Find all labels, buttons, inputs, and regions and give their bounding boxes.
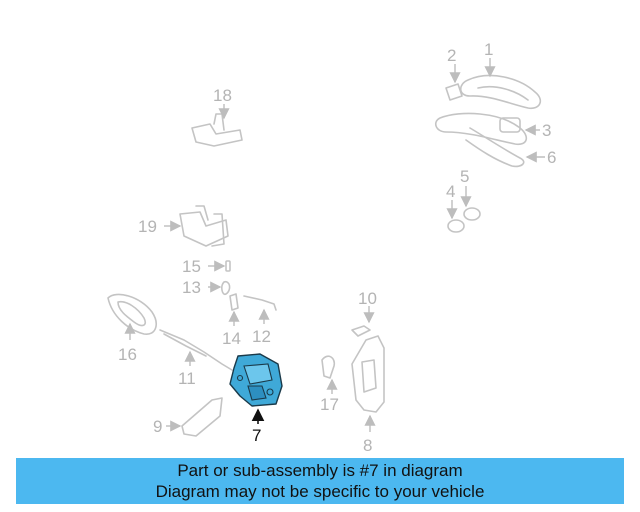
callout-2: 2 [447,46,456,65]
part-14-clip: 14 [222,293,241,348]
part-8-striker: 8 [351,335,385,455]
part-11-rod: 11 [159,329,233,388]
part-19-hinge: 19 [138,205,229,247]
callout-4: 4 [446,182,455,201]
info-banner: Part or sub-assembly is #7 in diagram Di… [16,458,624,504]
part-17-bracket: 17 [320,355,339,414]
part-2-gasket: 2 [445,46,463,101]
callout-3: 3 [542,121,551,140]
callout-10: 10 [358,289,377,308]
part-12-rod: 12 [243,295,277,346]
callout-16: 16 [118,345,137,364]
callout-12: 12 [252,327,271,346]
part-10-bolt: 10 [351,289,377,337]
callout-1: 1 [484,40,493,59]
callout-9: 9 [153,417,162,436]
callout-7: 7 [252,426,261,445]
banner-line-2: Diagram may not be specific to your vehi… [155,482,485,501]
part-3-6-handle-bracket: 3 6 [434,112,556,168]
callout-11: 11 [178,369,196,388]
part-7-lock-actuator: 7 [229,353,283,445]
callout-17: 17 [320,395,339,414]
part-16-inside-handle: 16 [107,293,157,364]
part-4-5-caps: 4 5 [446,167,481,233]
callout-5: 5 [460,167,469,186]
callout-6: 6 [547,148,556,167]
part-9-bracket: 9 [153,397,223,437]
part-1-outside-handle: 1 [459,40,542,110]
part-15-pin: 15 [182,257,231,276]
callout-13: 13 [182,278,201,297]
callout-14: 14 [222,329,241,348]
part-13-clip: 13 [182,278,231,297]
callout-8: 8 [363,436,372,455]
part-18-hinge: 18 [191,86,243,147]
callout-18: 18 [213,86,232,105]
banner-line-1: Part or sub-assembly is #7 in diagram [177,461,463,480]
callout-19: 19 [138,217,157,236]
callout-15: 15 [182,257,201,276]
